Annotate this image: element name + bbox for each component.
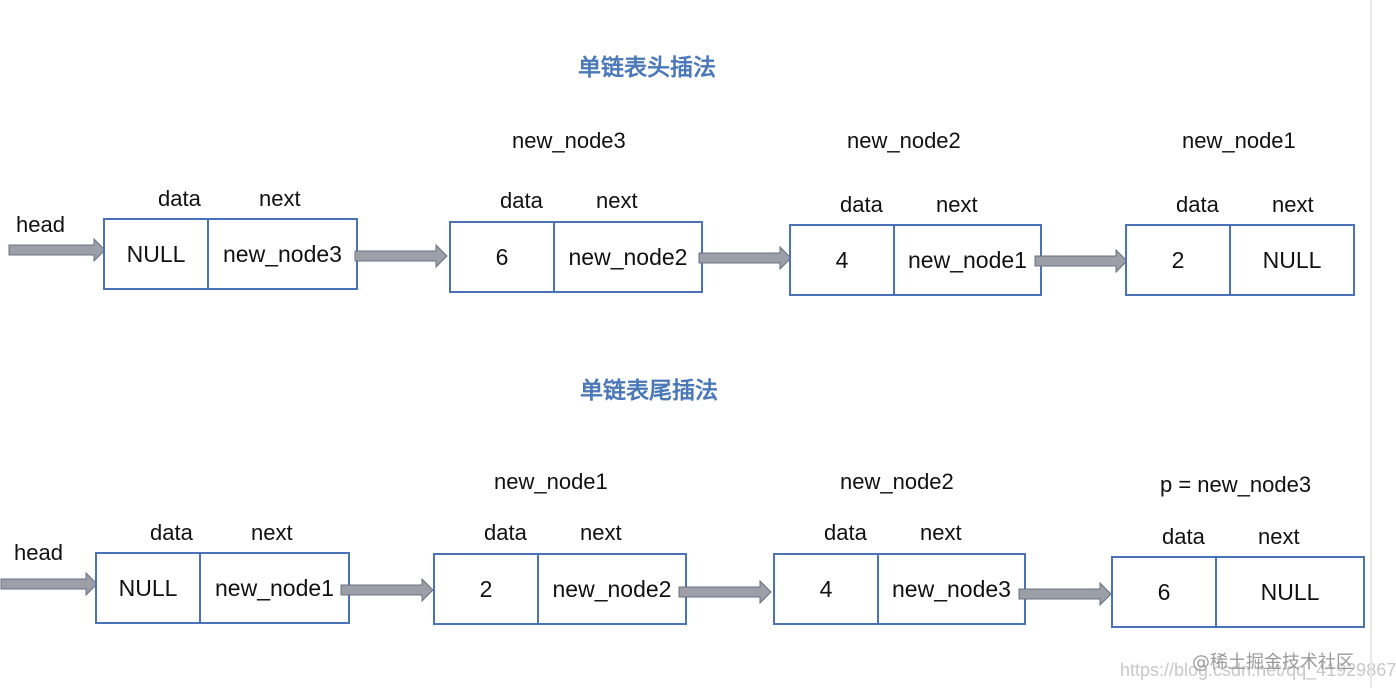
head-insert-node1-next: new_node2 [568,243,688,270]
tail-insert-node1-next: new_node2 [552,575,672,602]
tail-insert-title: 单链表尾插法 [580,378,718,404]
tail-insert-node1-data: 2 [435,555,539,623]
head-insert-node0-next-label: next [259,186,301,211]
head-insert-node1-next-label: next [596,188,638,213]
tail-insert-node1-data-label: data [484,520,527,545]
tail-insert-node2-data-label: data [824,520,867,545]
head-insert-node2-name: new_node2 [847,128,961,153]
tail-insert-node3-next-label: next [1258,524,1300,549]
head-insert-node1: 6 new_node2 [449,221,703,293]
head-insert-head-label: head [16,212,65,237]
head-insert-node2-data: 4 [791,226,895,294]
tail-insert-node2-next-label: next [920,520,962,545]
tail-insert-head-arrow [0,571,98,597]
head-insert-arrow-0-1 [354,243,448,269]
tail-insert-node1-name: new_node1 [494,469,608,494]
head-insert-node3-next: NULL [1262,246,1322,273]
tail-insert-node3-data-label: data [1162,524,1205,549]
head-insert-node2-next: new_node1 [908,246,1027,273]
tail-insert-arrow-0-1 [340,577,434,603]
head-insert-node3-name: new_node1 [1182,128,1296,153]
head-insert-head-arrow [8,237,106,263]
head-insert-node0-next: new_node3 [223,240,342,267]
tail-insert-node0: NULL new_node1 [95,552,350,624]
head-insert-node0: NULL new_node3 [103,218,358,290]
head-insert-node3-data: 2 [1127,226,1231,294]
tail-insert-node3-next: NULL [1260,578,1320,605]
tail-insert-arrow-1-2 [678,579,772,605]
tail-insert-arrow-2-3 [1018,581,1112,607]
tail-insert-node2-data: 4 [775,555,879,623]
tail-insert-node1-next-label: next [580,520,622,545]
head-insert-node1-data-label: data [500,188,543,213]
head-insert-node3-data-label: data [1176,192,1219,217]
tail-insert-node2-name: new_node2 [840,469,954,494]
head-insert-node2: 4 new_node1 [789,224,1042,296]
tail-insert-node2: 4 new_node3 [773,553,1026,625]
tail-insert-node3-name: p = new_node3 [1160,472,1312,497]
head-insert-title: 单链表头插法 [578,55,716,81]
right-edge-line [1370,0,1372,688]
head-insert-arrow-2-3 [1034,248,1128,274]
head-insert-node1-name: new_node3 [512,128,626,153]
head-insert-node2-next-label: next [936,192,978,217]
head-insert-node1-data: 6 [451,223,555,291]
tail-insert-node3-data: 6 [1113,558,1217,626]
head-insert-node0-data: NULL [105,220,209,288]
tail-insert-head-label: head [14,540,63,565]
tail-insert-node1: 2 new_node2 [433,553,687,625]
watermark-url: https://blog.csdn.net/qq_41929867 [1120,660,1396,680]
head-insert-node2-data-label: data [840,192,883,217]
head-insert-node3-next-label: next [1272,192,1314,217]
watermark-site: @稀土掘金技术社区 [1192,652,1354,673]
tail-insert-node0-next-label: next [251,520,293,545]
tail-insert-node0-next: new_node1 [215,574,334,601]
head-insert-node0-data-label: data [158,186,201,211]
tail-insert-node0-data-label: data [150,520,193,545]
tail-insert-node2-next: new_node3 [892,575,1011,602]
head-insert-arrow-1-2 [698,245,792,271]
head-insert-node3: 2 NULL [1125,224,1355,296]
tail-insert-node3: 6 NULL [1111,556,1365,628]
tail-insert-node0-data: NULL [97,554,201,622]
